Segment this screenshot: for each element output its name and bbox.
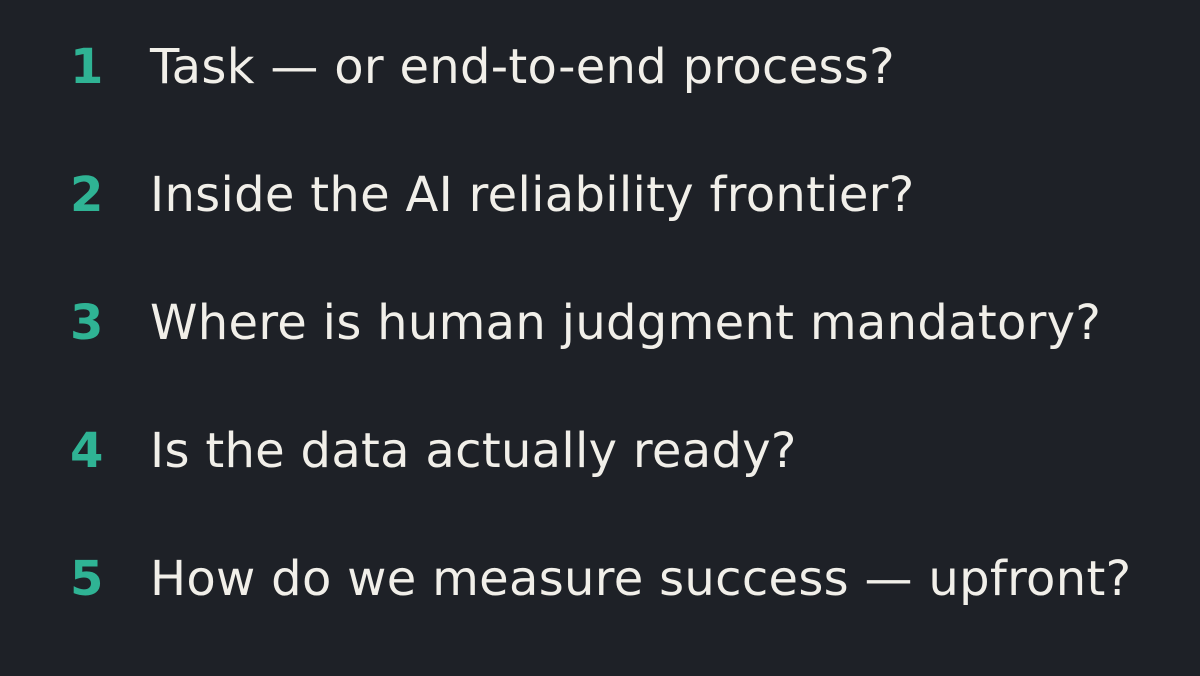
item-text: Is the data actually ready? <box>150 423 797 479</box>
list-item: 5 How do we measure success — upfront? <box>0 549 1200 609</box>
item-number: 1 <box>70 39 104 95</box>
item-text: Inside the AI reliability frontier? <box>150 167 915 223</box>
item-text: How do we measure success — upfront? <box>150 551 1132 607</box>
list-item: 3 Where is human judgment mandatory? <box>0 293 1200 353</box>
item-number: 4 <box>70 423 104 479</box>
list-item: 2 Inside the AI reliability frontier? <box>0 165 1200 225</box>
item-number: 5 <box>70 551 104 607</box>
list-item: 4 Is the data actually ready? <box>0 421 1200 481</box>
item-text: Where is human judgment mandatory? <box>150 295 1102 351</box>
item-text: Task — or end-to-end process? <box>150 39 895 95</box>
item-number: 3 <box>70 295 104 351</box>
list-item: 1 Task — or end-to-end process? <box>0 37 1200 97</box>
item-number: 2 <box>70 167 104 223</box>
